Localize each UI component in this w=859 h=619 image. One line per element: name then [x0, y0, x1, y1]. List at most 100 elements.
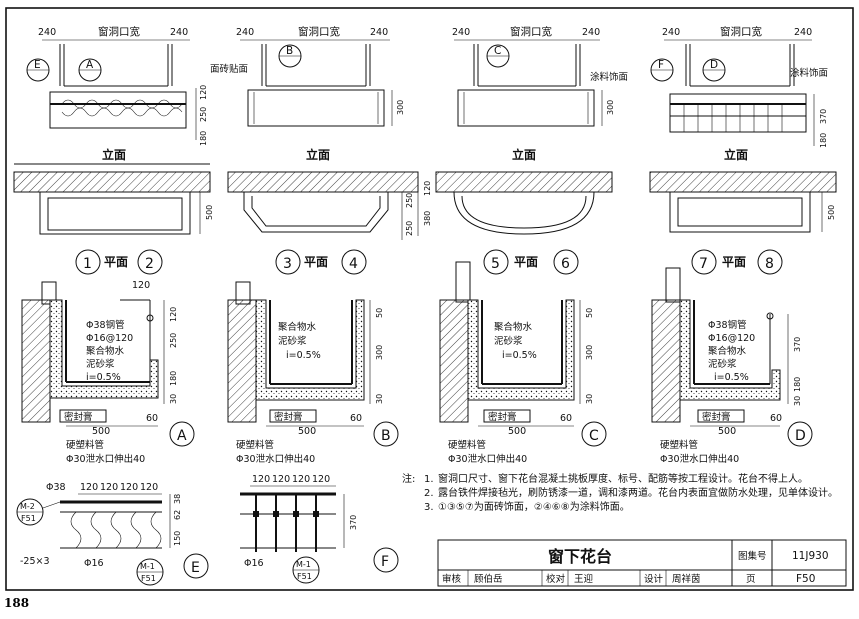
note-row: 注: 1. 窗洞口尺寸、窗下花台混凝土挑板厚度、标号、配筋等按工程设计。花台不得…: [402, 473, 852, 487]
plan-label: 平面: [722, 255, 746, 269]
right-note: 涂料饰面: [790, 67, 828, 79]
plan-num-right: 2: [145, 256, 154, 272]
plan-7-8: 500 7 平面 8: [649, 171, 837, 275]
label-rebar: Φ16@120: [708, 333, 755, 344]
detail-id: F: [381, 554, 389, 570]
label-polymer: 聚合物水: [278, 321, 317, 333]
note-row: 2. 露台铁件焊接毡光，刷防锈漆一道，调和漆两道。花台内表面宜做防水处理，见单体…: [402, 487, 852, 501]
pipe-label: 硬塑料管: [66, 439, 104, 451]
plan-label: 平面: [304, 255, 328, 269]
dim-side-370: 370: [819, 109, 828, 124]
label-mortar: 泥砂浆: [278, 335, 307, 347]
section-id: B: [381, 428, 391, 444]
section-b: 聚合物水 泥砂浆 i=0.5% 50 300 30 密封膏 500 60 硬塑料…: [227, 281, 399, 465]
detail-id: E: [191, 560, 200, 576]
left-note: 面砖贴面: [210, 63, 248, 75]
plan-dim: 500: [827, 205, 836, 220]
review-label: 审核: [442, 573, 462, 585]
note-text: 露台铁件焊接毡光，刷防锈漆一道，调和漆两道。花台内表面宜做防水处理，见单体设计。: [438, 488, 838, 499]
section-id: A: [177, 428, 187, 444]
atlas-label: 图集号: [738, 550, 767, 562]
label-slope: i=0.5%: [286, 350, 321, 361]
dim-right: 50: [585, 308, 594, 318]
dim-240-right: 240: [582, 27, 600, 38]
pipe-dim: Φ38: [46, 482, 66, 493]
scroll-ornament: [70, 511, 162, 549]
section-id: D: [795, 428, 806, 444]
notes-block: 注: 1. 窗洞口尺寸、窗下花台混凝土挑板厚度、标号、配筋等按工程设计。花台不得…: [402, 473, 852, 515]
dim-right: 180: [169, 371, 178, 386]
seal-label: 密封膏: [274, 411, 303, 423]
title-block: 窗下花台 图集号 11J930 审核 顾伯岳 校对 王迎 设计 周祥茵 页 F5…: [437, 539, 847, 587]
label-rebar: Φ16@120: [86, 333, 133, 344]
dim-240-left: 240: [38, 27, 56, 38]
railing-pattern: [61, 99, 183, 117]
notes-label: 注:: [402, 474, 416, 485]
label-mortar: 泥砂浆: [494, 335, 523, 347]
plan-label: 平面: [104, 255, 128, 269]
dim-240-right: 240: [370, 27, 388, 38]
plan-dim: 500: [205, 205, 214, 220]
dim-top: 120: [80, 482, 98, 493]
elevation-2: 240 窗洞口宽 240 B 面砖贴面 300 立面: [210, 25, 405, 162]
elevation-1: 240 窗洞口宽 240 E A 120 250 180 立面: [14, 25, 210, 165]
label-polymer: 聚合物水: [494, 321, 533, 333]
pipe-label: 硬塑料管: [236, 439, 274, 451]
reviewer: 顾伯岳: [474, 573, 503, 585]
dim-right: 300: [375, 345, 384, 360]
dim-right: 30: [169, 394, 178, 404]
drain-label: Φ30泄水口伸出40: [66, 453, 145, 465]
section-d: Φ38钢管 Φ16@120 聚合物水 泥砂浆 i=0.5% 370 180 30…: [651, 267, 813, 465]
dim-240-left: 240: [662, 27, 680, 38]
elevation-title: 立面: [306, 147, 330, 162]
dim-bottom: 500: [92, 426, 110, 437]
pipe-label: 硬塑料管: [448, 439, 486, 451]
label-slope: i=0.5%: [714, 372, 749, 383]
plan-num-right: 4: [349, 256, 358, 272]
page-number: 188: [4, 596, 30, 610]
drain-label: Φ30泄水口伸出40: [236, 453, 315, 465]
elevation-title: 立面: [512, 147, 536, 162]
callout-c: C: [494, 45, 501, 57]
dim-right: 30: [585, 394, 594, 404]
dim-240-left: 240: [452, 27, 470, 38]
plan-num-right: 6: [561, 256, 570, 272]
designer: 周祥茵: [672, 573, 701, 585]
plan-5-6: 380 120 5 平面 6: [417, 171, 613, 275]
dim-side-180: 180: [819, 133, 828, 148]
dim-240-left: 240: [236, 27, 254, 38]
dim-240-right: 240: [170, 27, 188, 38]
note-num: 3.: [424, 502, 434, 513]
dim-side: 38: [173, 494, 182, 504]
plan-dim: 120: [423, 181, 432, 196]
dim-side: 150: [173, 531, 182, 546]
dim-side-120: 120: [199, 85, 208, 100]
dim-right: 250: [169, 333, 178, 348]
section-c: 聚合物水 泥砂浆 i=0.5% 50 300 30 密封膏 500 60 硬塑料…: [439, 261, 607, 465]
dim-window-width: 窗洞口宽: [298, 25, 340, 38]
elevation-3: 240 窗洞口宽 240 C 涂料饰面 300 立面: [452, 25, 628, 162]
dim-top: 120: [292, 474, 310, 485]
section-id: C: [589, 428, 599, 444]
ref-code: M-1: [140, 562, 155, 571]
bar-dim: Φ16: [244, 558, 264, 569]
dim-right: 300: [585, 345, 594, 360]
note-num: 1.: [424, 474, 434, 485]
dim-side-250: 250: [199, 107, 208, 122]
plan-dim: 250: [405, 221, 414, 236]
dim-side: 370: [349, 515, 358, 530]
ref-sheet: F51: [141, 574, 156, 583]
dim-right: 30: [793, 396, 802, 406]
dim-top: 120: [132, 280, 150, 291]
note-num: 2.: [424, 488, 434, 499]
dim-top: 120: [140, 482, 158, 493]
flat-bar: -25×3: [20, 556, 50, 567]
seal-label: 密封膏: [702, 411, 731, 423]
dim-240-right: 240: [794, 27, 812, 38]
dim-window-width: 窗洞口宽: [510, 25, 552, 38]
drain-label: Φ30泄水口伸出40: [448, 453, 527, 465]
plan-3-4: 250 250 3 平面 4: [227, 171, 419, 275]
dim-right: 120: [169, 307, 178, 322]
checker: 王迎: [574, 573, 594, 585]
